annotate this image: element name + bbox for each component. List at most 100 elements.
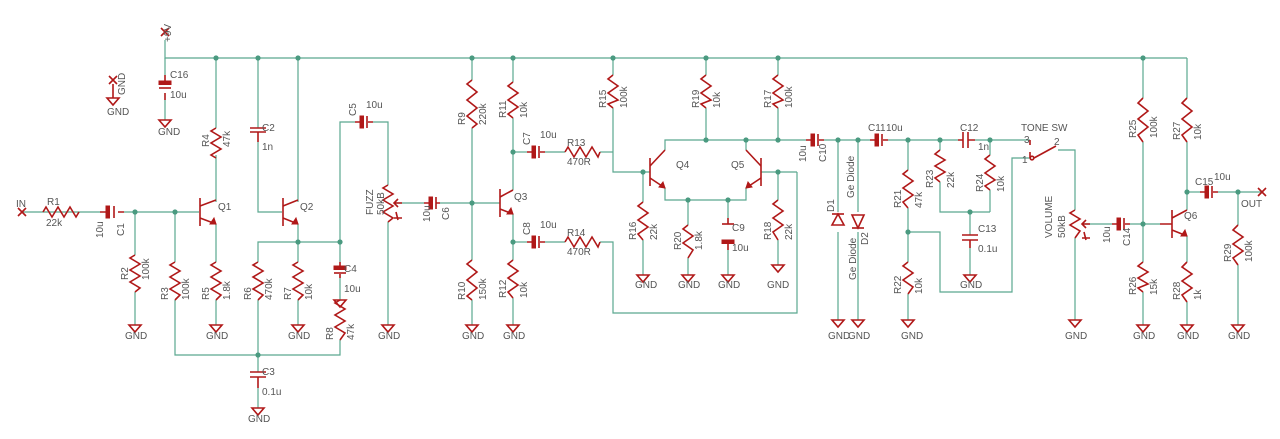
r13-value: 470R [567,157,591,168]
resistors [42,74,1245,341]
r10-name: R10 [457,281,468,300]
r29-name: R29 [1223,243,1234,262]
gnd-label: GND [767,280,789,291]
c15-name: C15 [1195,177,1214,188]
r25-value: 100k [1149,115,1160,138]
c3-value: 0.1u [262,387,281,398]
r26-value: 15k [1149,278,1160,295]
input-label: IN [16,199,26,210]
r21-name: R21 [893,189,904,208]
transistor-q5 [745,149,762,189]
gnd-label: GND [1065,331,1087,342]
tone-switch-label: TONE SW [1021,123,1068,134]
r1-value: 22k [46,218,63,229]
input-terminal[interactable] [17,207,27,217]
volume-value: 50kB [1057,215,1068,238]
q6-name: Q6 [1184,211,1198,222]
r28-value: 1k [1193,288,1204,300]
output-label: OUT [1241,199,1262,210]
gnd-label: GND [248,414,270,425]
gnd-label: GND [107,107,129,118]
r15-value: 100k [619,85,630,108]
r8-name: R8 [325,327,336,340]
transistor-q6 [1160,209,1188,238]
transistor-q4 [649,149,666,189]
capacitors-nonpolar [250,127,978,388]
r29-value: 100k [1244,239,1255,262]
c13-name: C13 [978,224,997,235]
gnd-label: GND [125,331,147,342]
r12-name: R12 [498,279,509,298]
gnd-label: GND [848,331,870,342]
gnd-label: GND [1177,331,1199,342]
r8-value: 47k [346,323,357,340]
diode-d2-type: Ge Diode [848,237,859,280]
c10-name: C10 [818,143,829,162]
r23-name: R23 [925,169,936,188]
gnd-label: GND [503,331,525,342]
c9-name: C9 [732,223,745,234]
r16-name: R16 [628,221,639,240]
fuzz-potentiometer[interactable] [381,184,402,223]
switch-pin-3-top: 3 [1024,135,1030,146]
c2-name: C2 [262,123,275,134]
volume-potentiometer[interactable] [1068,209,1090,241]
r19-value: 10k [712,91,723,108]
c16-name: C16 [170,70,189,81]
c8-value: 10u [540,220,557,231]
c2-value: 1n [262,142,273,153]
volume-label: VOLUME [1044,195,1055,238]
vcc-terminal [160,27,170,37]
tone-switch[interactable] [1029,140,1057,161]
c16-value: 10u [170,90,187,101]
r24-name: R24 [975,173,986,192]
r23-value: 22k [946,171,957,188]
c3-name: C3 [262,367,275,378]
r1-name: R1 [47,197,60,208]
r13-name: R13 [567,138,586,149]
c10-value: 10u [798,145,809,162]
r26-name: R26 [1128,276,1139,295]
r17-name: R17 [763,89,774,108]
c4-name: C4 [344,264,357,275]
gnd-label: GND [117,73,128,95]
c11-value: 10u [886,123,903,134]
r27-value: 10k [1193,123,1204,140]
labels: +9V IN OUT TONE SW 3 2 1 FUZZ 50kB VOLUM… [16,24,1262,425]
r11-name: R11 [498,100,509,118]
r20-name: R20 [673,231,684,250]
q2-name: Q2 [300,202,314,213]
r20-value: 1.8k [694,230,705,250]
r12-value: 10k [519,281,530,298]
r7-name: R7 [283,287,294,300]
r9-name: R9 [457,112,468,125]
diode-d2 [850,214,866,230]
c8-name: C8 [522,222,533,235]
gnd-label: GND [678,280,700,291]
junctions [132,55,1241,358]
fuzz-value: 50kB [376,192,387,215]
r6-value: 470k [264,277,275,300]
c1-name: C1 [116,223,127,236]
r18-name: R18 [763,221,774,240]
r4-name: R4 [201,134,212,147]
c13-value: 0.1u [978,244,997,255]
diode-d1-type: Ge Diode [846,155,857,198]
r9-value: 220k [478,102,489,125]
diode-d1 [830,212,846,226]
output-terminal[interactable] [1257,187,1267,197]
fuzz-label: FUZZ [365,189,376,215]
gnd-label: GND [828,331,850,342]
gnd-label: GND [1228,331,1250,342]
r15-name: R15 [598,89,609,108]
gnd-label: GND [462,331,484,342]
r22-name: R22 [893,275,904,294]
wires [22,40,1262,408]
r2-value: 100k [141,257,152,280]
gnd-label: GND [158,127,180,138]
d1-name: D1 [826,199,837,212]
c14-value: 10u [1102,226,1113,243]
r5-value: 1.8k [222,280,233,300]
c14-name: C14 [1122,227,1133,246]
r6-name: R6 [243,287,254,300]
